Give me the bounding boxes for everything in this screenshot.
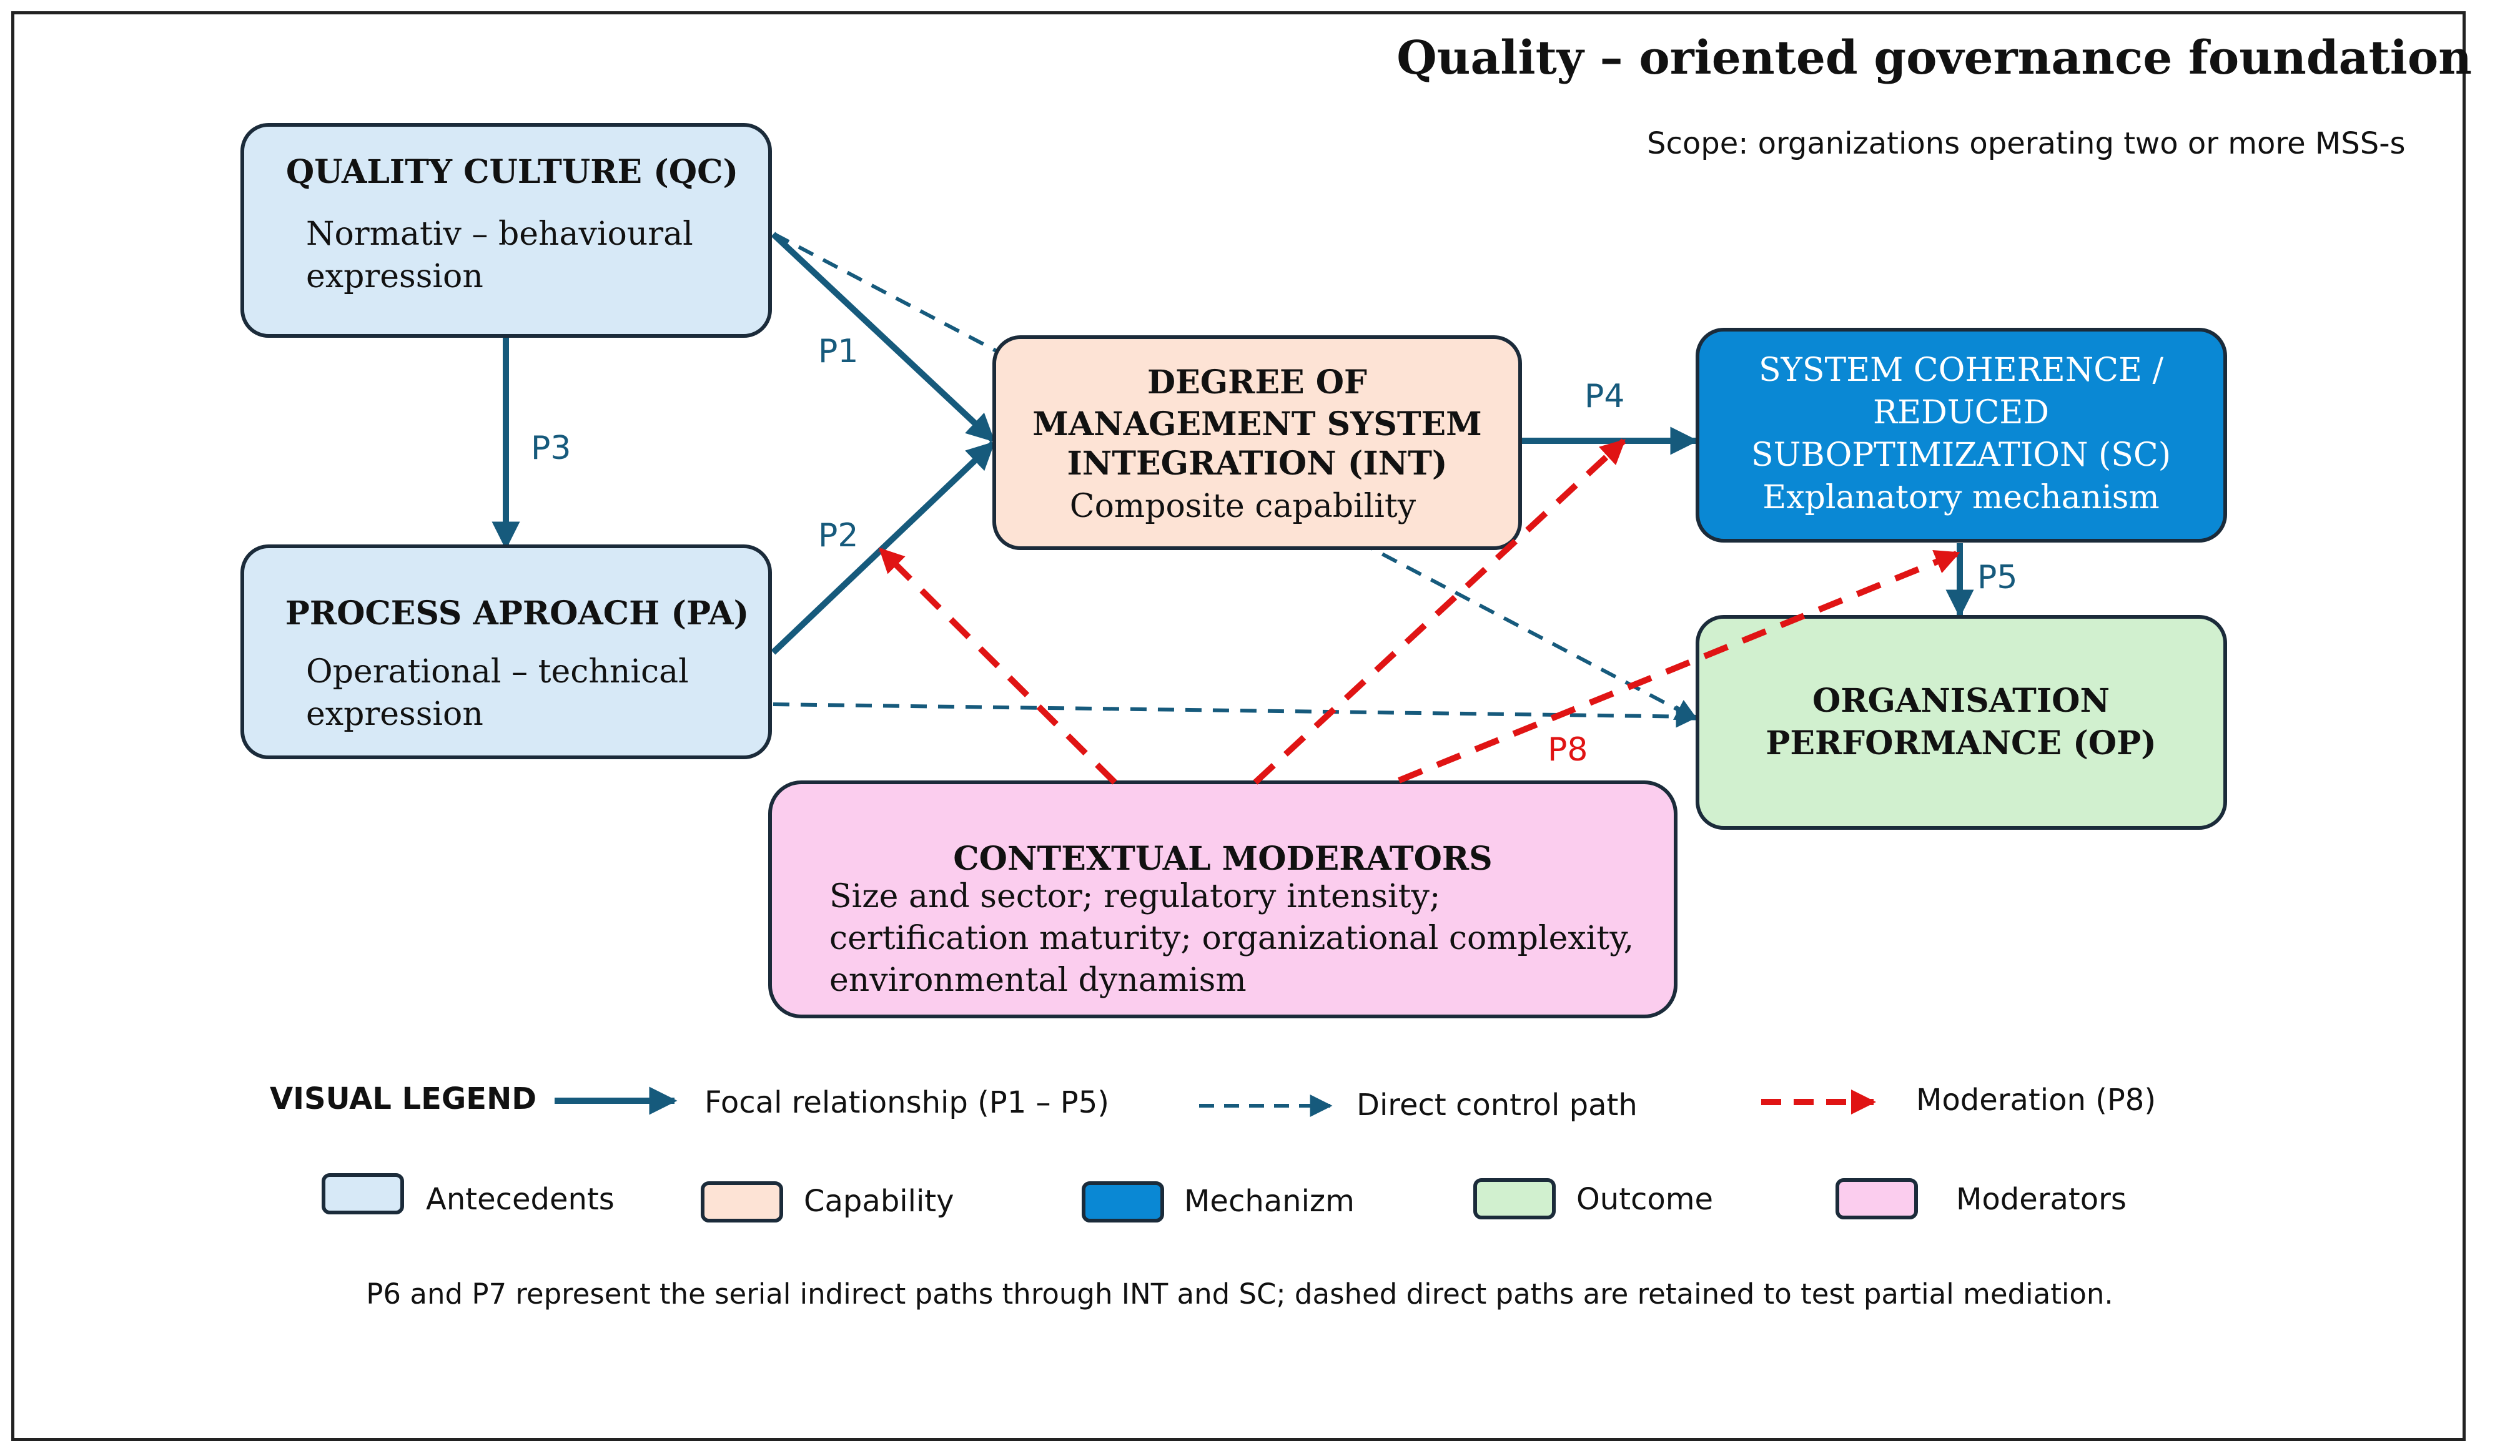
legend-heading: VISUAL LEGEND: [270, 1081, 536, 1116]
footnote: P6 and P7 represent the serial indirect …: [366, 1277, 2113, 1311]
sc-title-3: SUBOPTIMIZATION (SC): [1751, 436, 2171, 474]
legend-capability-label: Capability: [804, 1184, 954, 1219]
cm-line2: certification maturity; organizational c…: [829, 920, 1634, 957]
node-quality-culture: [240, 123, 772, 338]
cm-title: CONTEXTUAL MODERATORS: [953, 840, 1492, 878]
pa-line2: expression: [306, 696, 483, 733]
label-p5: P5: [1977, 559, 2017, 596]
legend-moderation-label: Moderation (P8): [1916, 1083, 2156, 1118]
pa-line1: Operational – technical: [306, 653, 689, 691]
qc-line2: expression: [306, 258, 483, 295]
sc-title-1: SYSTEM COHERENCE /: [1759, 352, 2164, 389]
legend-swatch-moderators: [1836, 1178, 1918, 1219]
legend-antecedents-label: Antecedents: [426, 1182, 615, 1217]
path-p1-arrow: [771, 232, 996, 443]
node-process-approach: [240, 544, 772, 759]
int-title-2: MANAGEMENT SYSTEM: [1032, 405, 1481, 443]
scope-note: Scope: organizations operating two or mo…: [1647, 126, 2406, 161]
node-system-coherence: [1696, 328, 2227, 543]
control-path-qc-op: [773, 232, 1699, 721]
moderation-to-p2: [878, 547, 1117, 785]
node-organisation-performance: [1696, 615, 2227, 830]
label-p3: P3: [531, 430, 571, 467]
path-p2-arrow: [771, 441, 996, 655]
node-integration: [992, 335, 1522, 550]
cm-line1: Size and sector; regulatory intensity;: [829, 878, 1440, 915]
legend-swatch-antecedents: [322, 1173, 404, 1214]
legend-outcome-label: Outcome: [1576, 1182, 1713, 1217]
node-contextual-moderators: [768, 780, 1678, 1018]
sc-title-2: REDUCED: [1873, 394, 2049, 431]
diagram-title: Quality – oriented governance foundation: [1396, 31, 2472, 85]
moderation-to-p5: [1398, 550, 1960, 784]
op-title-1: ORGANISATION: [1812, 682, 2110, 720]
pa-title: PROCESS APROACH (PA): [285, 594, 749, 632]
op-title-2: PERFORMANCE (OP): [1766, 724, 2157, 762]
label-p4: P4: [1584, 378, 1624, 415]
legend-swatch-outcome: [1473, 1178, 1556, 1219]
int-line1: Composite capability: [1070, 488, 1416, 525]
qc-title: QUALITY CULTURE (QC): [286, 153, 738, 191]
cm-line3: environmental dynamism: [829, 962, 1247, 999]
legend-focal-label: Focal relationship (P1 – P5): [704, 1085, 1109, 1120]
legend-moderators-label: Moderators: [1956, 1182, 2127, 1217]
moderation-to-p4: [1253, 438, 1626, 785]
sc-line1: Explanatory mechanism: [1762, 479, 2159, 516]
label-p8: P8: [1548, 731, 1588, 769]
int-title-1: DEGREE OF: [1147, 363, 1367, 401]
label-p1: P1: [818, 333, 858, 370]
legend-control-label: Direct control path: [1356, 1088, 1638, 1123]
label-p2: P2: [818, 517, 858, 554]
int-title-3: INTEGRATION (INT): [1067, 445, 1447, 483]
legend-swatch-capability: [701, 1181, 783, 1222]
legend-mechanism-label: Mechanizm: [1184, 1184, 1355, 1219]
qc-line1: Normativ – behavioural: [306, 215, 693, 253]
legend-swatch-mechanism: [1082, 1181, 1164, 1222]
